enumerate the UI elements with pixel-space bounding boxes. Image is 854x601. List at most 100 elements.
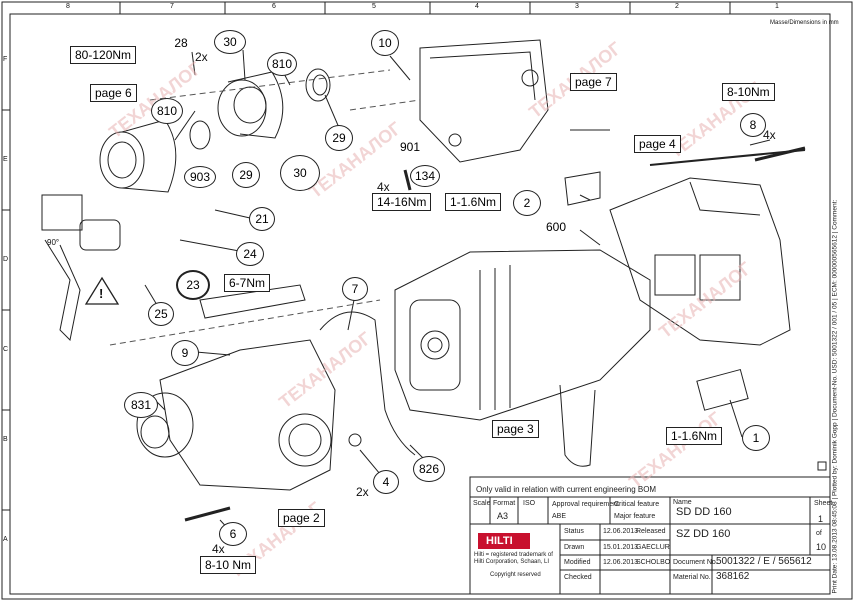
col-label-3: 3 (575, 3, 579, 10)
copyright-note: Copyright reserved (490, 572, 541, 578)
col-label-2: 2 (675, 3, 679, 10)
abe-label: ABE (552, 513, 567, 520)
sheet-total: 10 (816, 542, 827, 552)
callout-134: 134 (410, 165, 440, 187)
drawn-date: 15.01.2013 (603, 544, 639, 551)
sheet-of: of (816, 530, 822, 537)
qty-label: 2x (356, 485, 369, 499)
motor-housing (394, 249, 651, 467)
material-number-label: Material No. (673, 574, 711, 581)
row-label-c: C (3, 346, 9, 353)
col-label-6: 6 (272, 3, 276, 10)
col-label-7: 7 (170, 3, 174, 10)
page-ref-6: page 6 (90, 84, 137, 102)
sheet-border-inner (9, 13, 831, 595)
qty-label: 4x (763, 128, 776, 142)
callout-23: 23 (176, 270, 210, 300)
qty-label: 2x (195, 50, 208, 64)
assembly-dashes (109, 69, 421, 346)
qty-label: 4x (377, 180, 390, 194)
torque-label-80-120: 80-120Nm (70, 46, 137, 64)
validity-note: Only valid in relation with current engi… (476, 485, 657, 494)
page-ref-2: page 2 (278, 509, 325, 527)
sheet-label: Sheet (814, 500, 833, 507)
status-value: Released (636, 528, 666, 535)
electronics-cover (609, 149, 806, 346)
callout-2: 2 (513, 190, 541, 216)
approval-requirement: Approval requirement (552, 501, 619, 508)
page-ref-3: page 3 (492, 420, 539, 438)
drawn-label: Drawn (564, 544, 585, 551)
warning-icon: ! (99, 286, 104, 301)
callout-1: 1 (742, 425, 770, 451)
callout-6: 6 (219, 522, 247, 546)
document-number: 5001322 / E / 565612 (716, 556, 812, 567)
page-ref-7: page 7 (570, 73, 617, 91)
callout-21: 21 (249, 207, 275, 231)
col-label-5: 5 (372, 3, 376, 10)
format-value: A3 (497, 511, 509, 521)
row-label-f: F (3, 56, 8, 63)
hilti-logo: HILTI (486, 535, 513, 547)
dust-housing (419, 39, 549, 163)
page-ref-4: page 4 (634, 135, 681, 153)
modified-value: SCHOLBO (636, 559, 671, 566)
col-label-4: 4 (475, 3, 479, 10)
torque-label-1-1-6-b: 1-1.6Nm (666, 427, 723, 445)
row-label-a: A (3, 536, 8, 543)
callout-8: 8 (740, 113, 766, 137)
modified-date: 12.06.2013 (603, 559, 639, 566)
callout-25: 25 (148, 302, 174, 326)
row-label-d: D (3, 256, 9, 263)
col-label-1: 1 (775, 3, 779, 10)
status-date: 12.06.2013 (603, 528, 639, 535)
format-label: Format (493, 500, 516, 507)
callout-810b: 810 (151, 98, 183, 124)
callout-600: 600 (540, 216, 572, 238)
torque-label-6-7: 6-7Nm (224, 274, 271, 292)
modified-label: Modified (564, 559, 591, 566)
callout-29b: 29 (232, 162, 260, 188)
col-label-8: 8 (66, 3, 70, 10)
callout-831: 831 (124, 392, 158, 418)
status-label: Status (564, 528, 584, 535)
callout-28: 28 (171, 34, 191, 52)
drawing-name-1: SD DD 160 (676, 506, 732, 518)
callout-826: 826 (413, 456, 445, 482)
drawing-name-2: SZ DD 160 (676, 528, 731, 540)
trademark-note: Hilti = registered trademark of Hilti Co… (474, 552, 553, 565)
gasket-7 (319, 311, 416, 456)
callout-903: 903 (184, 166, 216, 188)
bolts (184, 146, 806, 522)
callout-24: 24 (236, 242, 264, 266)
gear-housing (136, 171, 749, 491)
row-ticks (2, 109, 10, 511)
iso-label: ISO (523, 500, 536, 507)
torque-label-8-10-a: 8-10Nm (722, 83, 775, 101)
major-feature: Major feature (614, 513, 656, 520)
torque-label-1-1-6-a: 1-1.6Nm (445, 193, 502, 211)
callout-4: 4 (373, 470, 399, 494)
column-ticks (119, 2, 731, 14)
scale-label: Scale (473, 500, 491, 507)
name-label: Name (673, 499, 692, 506)
callout-9: 9 (171, 340, 199, 366)
callout-30b: 30 (280, 155, 320, 191)
torque-label-14-16: 14-16Nm (372, 193, 432, 211)
callout-30a: 30 (214, 30, 246, 54)
row-label-b: B (3, 436, 8, 443)
callout-901: 901 (396, 137, 424, 157)
row-label-e: E (3, 156, 8, 163)
callout-29a: 29 (325, 125, 353, 151)
side-handle (41, 194, 121, 342)
sheet-corner-mark (817, 461, 827, 471)
document-number-label: Document No. (673, 559, 718, 566)
callout-10: 10 (371, 30, 399, 56)
qty-label: 4x (212, 542, 225, 556)
drawn-value: GAECLUR (636, 544, 670, 551)
angle-label: 90° (47, 238, 60, 247)
callout-810a: 810 (267, 52, 297, 76)
material-number: 368162 (716, 571, 750, 582)
